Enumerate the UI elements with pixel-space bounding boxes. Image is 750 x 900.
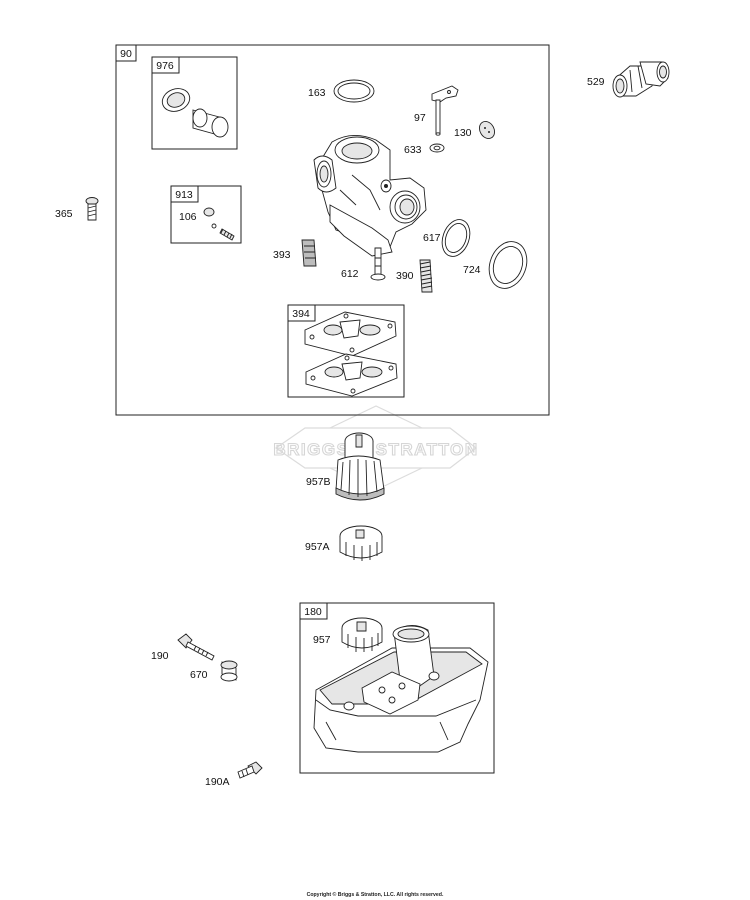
label-724: 724 (463, 264, 481, 276)
fuel-pickup-part (370, 247, 386, 281)
watermark-text: BRIGGS & STRATTON (273, 440, 478, 459)
screw-190A-part (237, 761, 263, 779)
fuel-cap-957B-part (335, 432, 385, 501)
diaphragm-kit-part (304, 311, 398, 397)
label-670: 670 (190, 669, 208, 681)
box-976-label: 976 (156, 60, 174, 72)
carburetor-body-part (313, 135, 427, 257)
box-913-label: 913 (175, 189, 193, 201)
bowl-gasket-part (333, 79, 375, 103)
label-393: 393 (273, 249, 291, 261)
box-394-tag (287, 304, 316, 322)
label-163: 163 (308, 87, 326, 99)
throttle-plate-part (479, 121, 495, 139)
fuel-tank-part (313, 625, 489, 753)
gasket-724-part (488, 241, 528, 289)
fuel-screen-part (301, 239, 317, 267)
box-976-tag (151, 56, 180, 74)
label-633: 633 (404, 144, 422, 156)
throttle-shaft-part (431, 85, 459, 136)
label-529: 529 (587, 76, 605, 88)
label-612: 612 (341, 268, 359, 280)
label-190A: 190A (205, 776, 230, 788)
box-90-frame (115, 44, 550, 416)
box-180-tag (299, 602, 328, 620)
screw-365-part (85, 197, 99, 221)
box-180-label: 180 (304, 606, 322, 618)
spacer-670-part (220, 660, 238, 682)
box-976-frame (151, 56, 238, 150)
box-90-label: 90 (120, 48, 132, 60)
label-957B: 957B (306, 476, 331, 488)
fuel-cap-957-part (341, 617, 383, 652)
label-190: 190 (151, 650, 169, 662)
intake-collar-part (161, 88, 229, 138)
label-957A: 957A (305, 541, 330, 553)
fuel-cap-957A-part (339, 525, 383, 561)
box-394-frame (287, 304, 405, 398)
label-390: 390 (396, 270, 414, 282)
label-106: 106 (179, 211, 197, 223)
throttle-seal-part (429, 143, 445, 153)
jet-needle-kit-part (203, 207, 235, 241)
label-130: 130 (454, 127, 472, 139)
spring-390-part (419, 259, 433, 293)
label-97: 97 (414, 112, 426, 124)
box-90-tag (115, 44, 137, 62)
label-957: 957 (313, 634, 331, 646)
elbow-fitting-part (612, 61, 670, 98)
label-365: 365 (55, 208, 73, 220)
bolt-190-part (177, 633, 215, 661)
box-913-tag (170, 185, 199, 203)
label-617: 617 (423, 232, 441, 244)
box-913-frame (170, 185, 242, 244)
box-180-frame (299, 602, 495, 774)
oring-617-part (441, 219, 471, 257)
box-394-label: 394 (292, 308, 310, 320)
copyright-notice: Copyright © Briggs & Stratton, LLC. All … (307, 891, 444, 898)
